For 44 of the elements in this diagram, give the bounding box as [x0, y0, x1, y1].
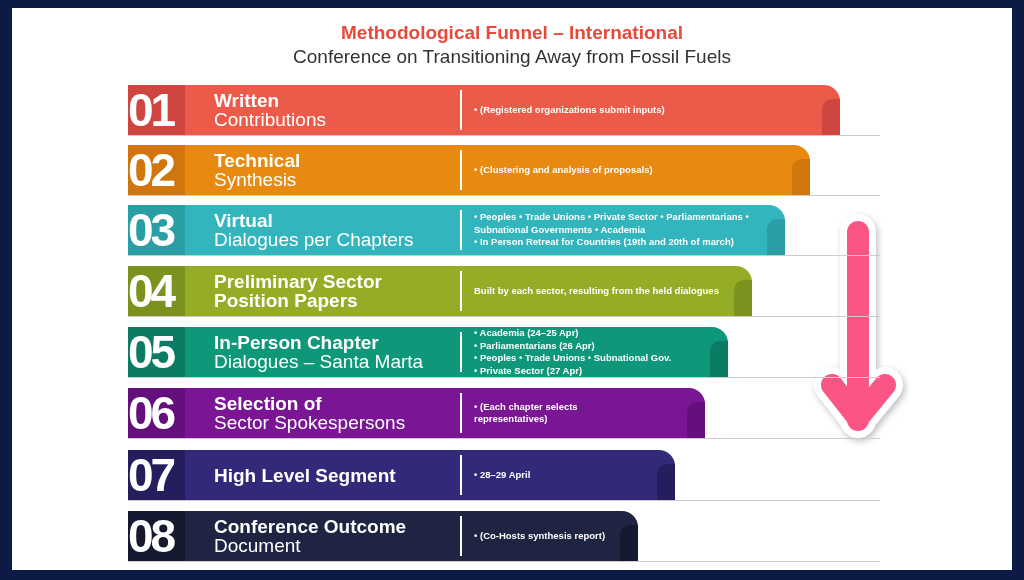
- step-title: Technical: [214, 151, 302, 170]
- step-detail: • (Registered organizations submit inputs): [474, 103, 666, 117]
- step-number: 06: [128, 388, 185, 438]
- step-detail: • (Co-Hosts synthesis report): [474, 529, 607, 543]
- step-subtitle: Synthesis: [214, 170, 298, 189]
- step-subtitle: Sector Spokespersons: [214, 413, 407, 432]
- step-detail: • Academia (24–25 Apr): [474, 327, 580, 340]
- step-band: [128, 145, 810, 195]
- step-detail: • Peoples • Trade Unions • Private Sector • Parliamentarians • Subnational Governments • Academia: [474, 211, 750, 237]
- subtitle: Conference on Transitioning Away from Fossil Fuels: [293, 46, 731, 68]
- step-title: High Level Segment: [214, 465, 397, 485]
- step-number: 08: [128, 511, 185, 561]
- step-detail: • Parliamentarians (26 Apr): [474, 339, 596, 352]
- step-subtitle: Contributions: [214, 110, 327, 129]
- step-band: [128, 327, 728, 377]
- step-number: 05: [128, 327, 185, 377]
- step-number: 03: [128, 205, 185, 255]
- step-number: 07: [128, 450, 185, 500]
- step-title: Virtual: [214, 211, 274, 230]
- title: Methodological Funnel – International: [341, 22, 683, 44]
- step-title: In-Person Chapter: [214, 333, 380, 352]
- step-detail: • In Person Retreat for Countries (19th and 20th of march): [474, 236, 735, 249]
- step-title: Preliminary Sector Position Papers: [214, 272, 383, 310]
- step-detail: • (Clustering and analysis of proposals): [474, 163, 654, 177]
- step-band: [128, 266, 752, 316]
- step-subtitle: Document: [214, 536, 302, 555]
- step-title: Written: [214, 91, 281, 110]
- step-detail: • Peoples • Trade Unions • Subnational Gov.: [474, 352, 673, 365]
- step-subtitle: Dialogues – Santa Marta: [214, 352, 425, 371]
- step-detail: • Private Sector (27 Apr): [474, 364, 584, 377]
- step-band: [128, 450, 675, 500]
- step-band: [128, 205, 785, 255]
- step-title: Conference Outcome: [214, 517, 408, 536]
- step-band: [128, 511, 638, 561]
- step-band: [128, 388, 705, 438]
- step-number: 04: [128, 266, 185, 316]
- step-number: 02: [128, 145, 185, 195]
- step-detail: • (Each chapter selects representatives): [474, 400, 579, 426]
- step-detail: • 28–29 April: [474, 468, 532, 482]
- step-title: Selection of: [214, 394, 323, 413]
- step-detail: Built by each sector, resulting from the held dialogues: [474, 284, 720, 298]
- step-number: 01: [128, 85, 185, 135]
- step-band: [128, 85, 840, 135]
- step-subtitle: Dialogues per Chapters: [214, 230, 415, 249]
